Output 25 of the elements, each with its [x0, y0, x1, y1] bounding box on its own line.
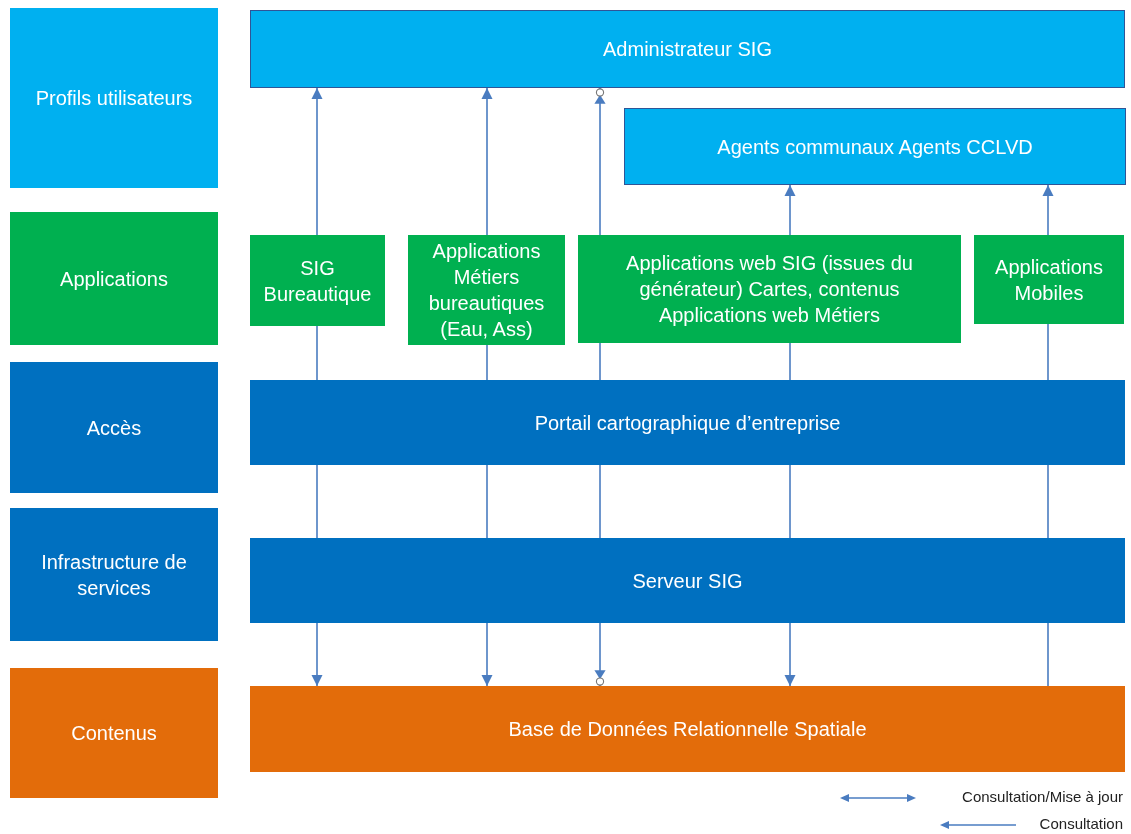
access-box: Portail cartographique d’entreprise	[250, 380, 1125, 465]
layer-band: Infrastructure de services	[10, 508, 218, 641]
arrow	[481, 622, 493, 687]
profile-band: Profils utilisateurs	[10, 8, 218, 188]
arrow	[784, 622, 796, 687]
application-box: Applications Métiers bureautiques (Eau, Ass)	[408, 235, 565, 345]
layer-band: Accès	[10, 362, 218, 493]
arrow	[593, 622, 607, 687]
application-box: Applications web SIG (issues du générateur) Cartes, contenus Applications web Métiers	[578, 235, 961, 343]
arrow	[593, 87, 607, 236]
legend-text: Consultation	[1039, 815, 1123, 832]
user-box: Agents communaux Agents CCLVD	[624, 108, 1126, 185]
user-box: Administrateur SIG	[250, 10, 1125, 88]
database-box: Base de Données Relationnelle Spatiale	[250, 686, 1125, 772]
application-box: SIG Bureautique	[250, 235, 385, 326]
application-box: Applications Mobiles	[974, 235, 1124, 324]
server-box: Serveur SIG	[250, 538, 1125, 623]
layer-band: Applications	[10, 212, 218, 345]
arrow	[311, 87, 323, 236]
legend-text: Consultation/Mise à jour	[962, 788, 1123, 805]
arrow	[1042, 184, 1054, 236]
arrow	[311, 622, 323, 687]
layer-band: Contenus	[10, 668, 218, 798]
arrow	[784, 184, 796, 236]
arrow	[481, 87, 493, 236]
